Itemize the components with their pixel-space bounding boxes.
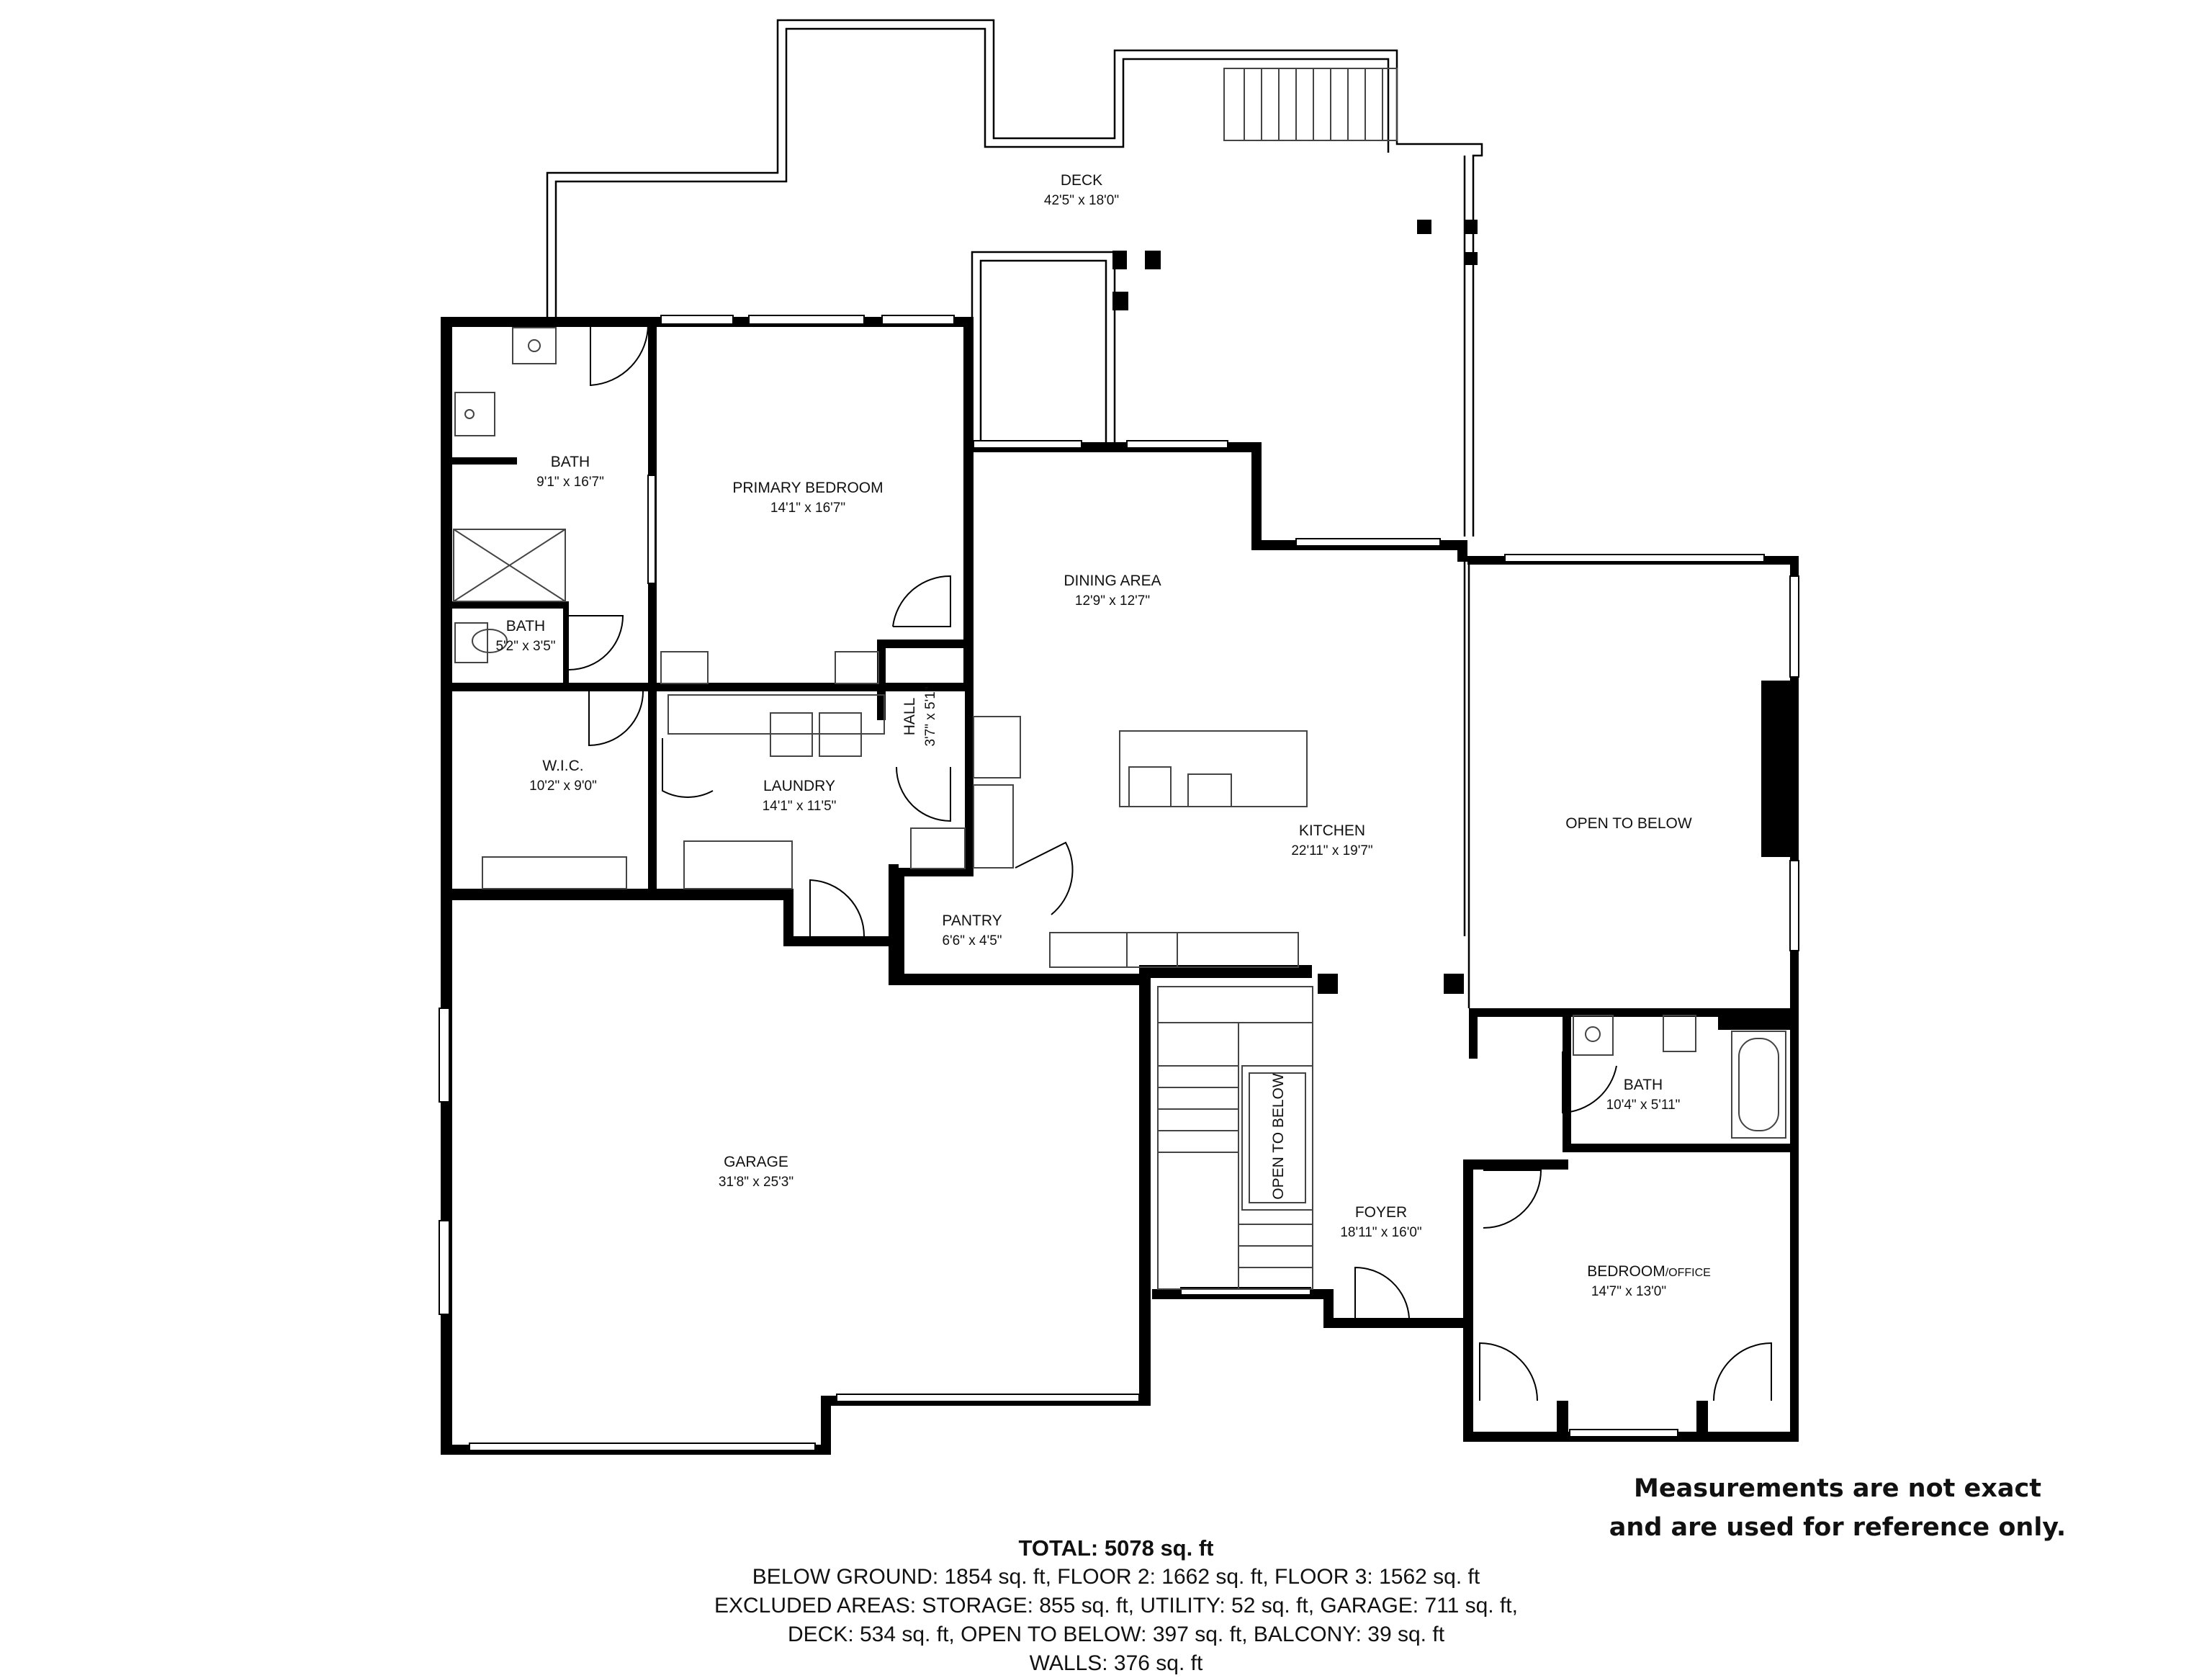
fixtures: [453, 327, 1786, 1290]
label-bedroom-office-dims: 14'7" x 13'0": [1591, 1284, 1666, 1299]
area-totals: TOTAL: 5078 sq. ft BELOW GROUND: 1854 sq…: [576, 1534, 1656, 1678]
kitchen-counter: [1049, 932, 1299, 968]
totals-line-2: EXCLUDED AREAS: STORAGE: 855 sq. ft, UTI…: [714, 1594, 1518, 1618]
stair-void: [1241, 1065, 1313, 1211]
toilet-icon: [454, 622, 488, 663]
label-bath-small-name: BATH: [506, 618, 545, 634]
kitchen-sink-icon: [1187, 773, 1232, 807]
disclaimer: Measurements are not exact and are used …: [1564, 1469, 2111, 1547]
label-pantry-dims: 6'6" x 4'5": [942, 933, 1002, 948]
disclaimer-line-1: Measurements are not exact: [1634, 1474, 2041, 1503]
label-laundry-name: LAUNDRY: [763, 778, 835, 794]
shower-icon: [453, 529, 566, 602]
label-laundry-dims: 14'1" x 11'5": [763, 799, 837, 814]
disclaimer-line-2: and are used for reference only.: [1609, 1513, 2067, 1542]
cooktop-icon: [1126, 932, 1178, 968]
label-deck-name: DECK: [1061, 172, 1102, 189]
label-bath-primary-name: BATH: [551, 454, 590, 470]
bathtub-icon: [1731, 1031, 1786, 1139]
label-foyer-dims: 18'11" x 16'0": [1340, 1225, 1421, 1240]
windows: [439, 315, 1799, 1451]
label-primary-bedroom-dims: 14'1" x 16'7": [770, 501, 845, 516]
label-primary-bedroom-name: PRIMARY BEDROOM: [732, 480, 883, 496]
kitchen-island: [1119, 730, 1308, 807]
label-bath-primary-dims: 9'1" x 16'7": [536, 475, 604, 490]
totals-line-4: WALLS: 376 sq. ft: [1029, 1651, 1203, 1675]
deck-stairs: [1223, 68, 1398, 141]
label-bedroom-office-name: BEDROOM/OFFICE: [1587, 1263, 1711, 1280]
interior-stairs: [1157, 986, 1313, 1290]
label-dining-name: DINING AREA: [1064, 573, 1161, 589]
label-garage-dims: 31'8" x 25'3": [719, 1175, 793, 1190]
label-deck-dims: 42'5" x 18'0": [1044, 193, 1119, 208]
vanity-icon: [454, 392, 495, 436]
doors: [568, 323, 1772, 1401]
washer-icon: [770, 712, 813, 757]
label-hall-name: HALL: [902, 698, 918, 736]
room-labels: DECK 42'5" x 18'0" BATH 9'1" x 16'7" PRI…: [495, 172, 1710, 1299]
label-kitchen-name: KITCHEN: [1299, 822, 1365, 839]
deck-outline: [546, 19, 1483, 537]
label-hall-dims: 3'7" x 5'1": [923, 686, 938, 746]
totals-line-3: DECK: 534 sq. ft, OPEN TO BELOW: 397 sq.…: [787, 1623, 1445, 1646]
label-wic-dims: 10'2" x 9'0": [529, 779, 597, 794]
label-kitchen-dims: 22'11" x 19'7": [1291, 843, 1372, 858]
label-bath-guest-name: BATH: [1624, 1077, 1663, 1093]
label-bath-guest-dims: 10'4" x 5'11": [1606, 1098, 1681, 1113]
label-foyer-name: FOYER: [1355, 1204, 1407, 1221]
totals-line-1: BELOW GROUND: 1854 sq. ft, FLOOR 2: 1662…: [752, 1565, 1480, 1589]
total-area: TOTAL: 5078 sq. ft: [1018, 1535, 1214, 1561]
fireplace: [1761, 681, 1797, 857]
label-dining-dims: 12'9" x 12'7": [1075, 593, 1150, 609]
label-garage-name: GARAGE: [724, 1154, 788, 1170]
label-open-to-below-stair: OPEN TO BELOW: [1270, 1073, 1287, 1200]
dryer-icon: [819, 712, 862, 757]
label-wic-name: W.I.C.: [542, 758, 583, 774]
sink-icon: [512, 327, 557, 364]
label-open-to-below: OPEN TO BELOW: [1565, 815, 1692, 832]
label-bath-small-dims: 5'2" x 3'5": [495, 639, 555, 654]
label-pantry-name: PANTRY: [942, 912, 1002, 929]
